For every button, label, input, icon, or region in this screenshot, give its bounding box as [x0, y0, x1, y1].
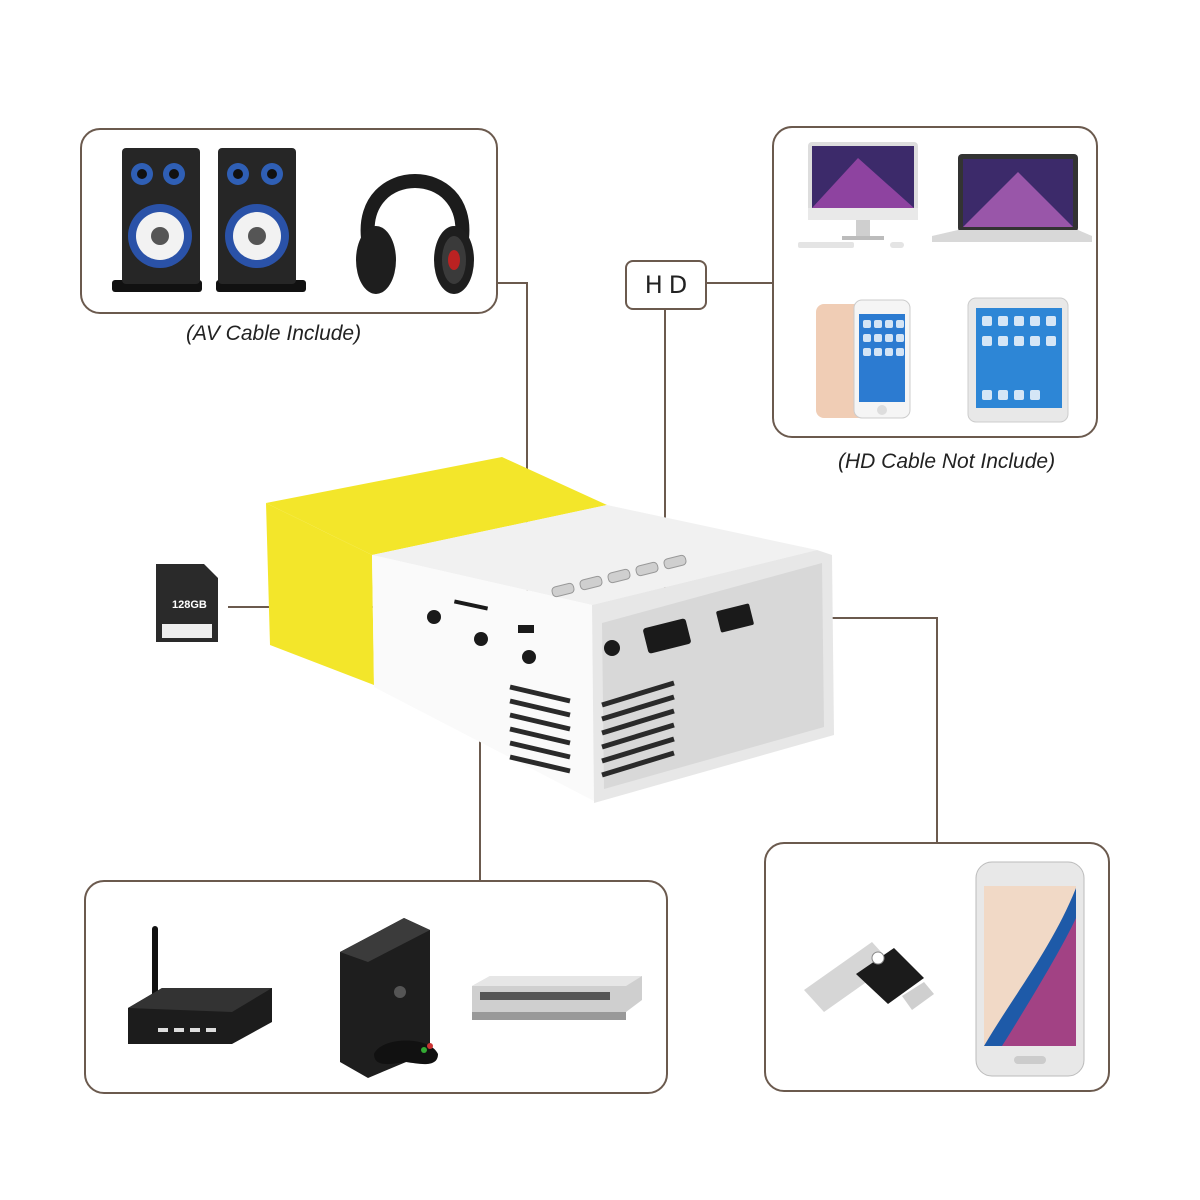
iphone-icon [816, 299, 911, 419]
dvd-player-icon [472, 976, 642, 1020]
av-devices-panel [84, 880, 668, 1094]
imac-icon [798, 142, 918, 248]
game-console-icon [340, 918, 438, 1078]
speakers-icon [112, 148, 306, 292]
sd-card-capacity: 128GB [172, 599, 207, 611]
laptop-icon [932, 154, 1092, 242]
tv-box-icon [128, 926, 272, 1044]
av-cable-caption: (AV Cable Include) [186, 322, 362, 345]
hd-port-label: HD [625, 260, 707, 310]
sd-card-icon: 128GB [156, 564, 218, 642]
usb-devices-panel [764, 842, 1110, 1092]
smartphone-icon [975, 861, 1085, 1077]
audio-devices-panel [80, 128, 498, 314]
usb-flash-drive-icon [804, 942, 934, 1012]
ipad-icon [967, 297, 1069, 423]
hd-devices-panel [772, 126, 1098, 438]
hd-cable-caption: (HD Cable Not Include) [838, 450, 1056, 473]
mini-projector [266, 457, 834, 803]
headphones-icon [356, 174, 474, 294]
